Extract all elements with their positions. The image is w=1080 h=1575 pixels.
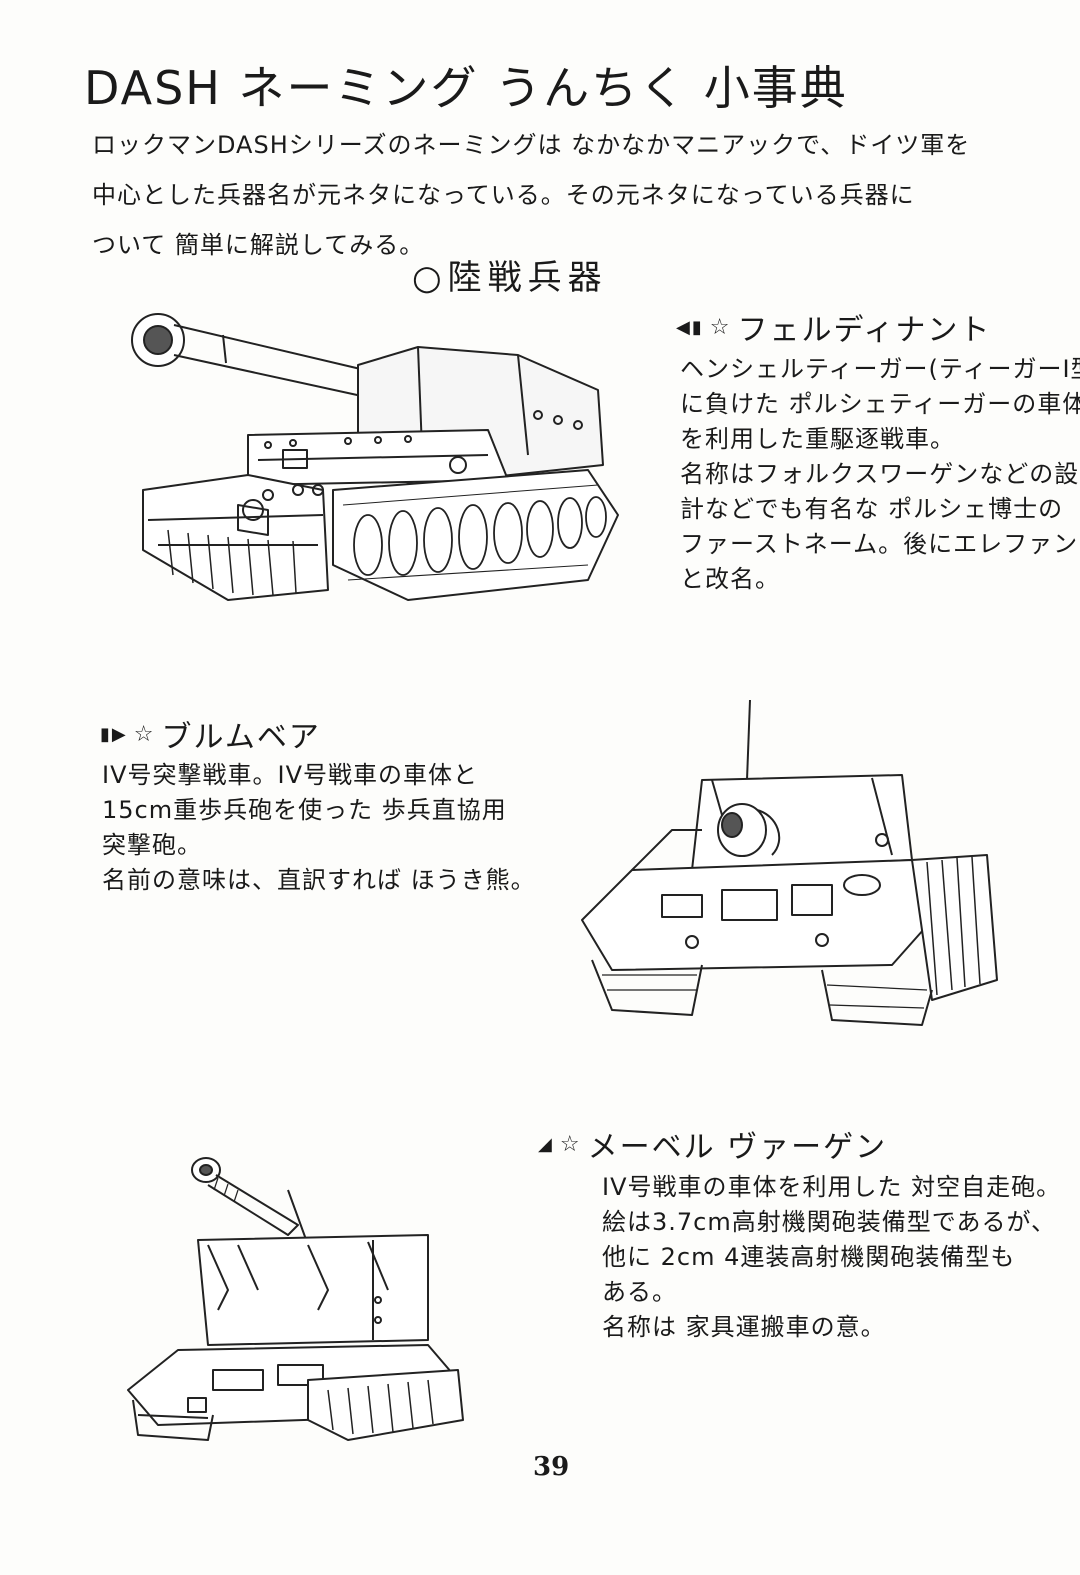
entry-line: IV号突撃戦車。IV号戦車の車体と — [102, 761, 478, 789]
mobelwagen-tank-drawing — [118, 1150, 468, 1450]
entry-title-ferdinand: ◀▮ ☆ フェルディナント — [676, 305, 991, 349]
entry-name: メーベル ヴァーゲン — [587, 1130, 888, 1165]
star-icon: ☆ — [559, 1131, 582, 1157]
brummbar-tank-drawing — [572, 690, 1002, 1040]
entry-body-brummbar: IV号突撃戦車。IV号戦車の車体と 15cm重歩兵砲を使った 歩兵直協用 突撃砲… — [102, 758, 536, 898]
entry-line: に負けた ポルシェティーガーの車体 — [680, 390, 1080, 418]
entry-body-mobelwagen: IV号戦車の車体を利用した 対空自走砲。 絵は3.7cm高射機関砲装備型であるが… — [602, 1170, 1061, 1345]
entry-line: ヘンシェルティーガー(ティーガーI型) — [680, 355, 1080, 383]
marker-triangle-icon: ◢ — [538, 1133, 554, 1155]
entry-body-ferdinand: ヘンシェルティーガー(ティーガーI型) に負けた ポルシェティーガーの車体 を利… — [680, 352, 1080, 597]
ferdinand-tank-drawing — [118, 305, 628, 605]
entry-line: を利用した重駆逐戦車。 — [680, 425, 955, 453]
entry-line: 名称は 家具運搬車の意。 — [602, 1313, 886, 1341]
entry-line: 名称はフォルクスワーゲンなどの設 — [680, 460, 1080, 488]
entry-line: 計などでも有名な ポルシェ博士の — [680, 495, 1064, 523]
entry-line: ファーストネーム。後にエレファント — [680, 530, 1080, 558]
intro-text: ロックマンDASHシリーズのネーミングは なかなかマニアックで、ドイツ軍を 中心… — [92, 120, 971, 270]
entry-line: 15cm重歩兵砲を使った 歩兵直協用 — [102, 796, 507, 824]
entry-line: ある。 — [602, 1278, 677, 1306]
entry-title-mobelwagen: ◢ ☆ メーベル ヴァーゲン — [538, 1122, 887, 1166]
entry-title-brummbar: ▮▶ ☆ ブルムベア — [100, 712, 321, 756]
marker-triangle-icon: ◀▮ — [676, 316, 704, 338]
page-title: DASH ネーミング うんちく 小事典 — [84, 61, 848, 115]
intro-line: ついて 簡単に解説してみる。 — [92, 231, 425, 259]
entry-line: 他に 2cm 4連装高射機関砲装備型も — [602, 1243, 1016, 1271]
star-icon: ☆ — [709, 314, 732, 340]
star-icon: ☆ — [133, 721, 156, 747]
page-number: 39 — [533, 1452, 570, 1482]
intro-line: ロックマンDASHシリーズのネーミングは なかなかマニアックで、ドイツ軍を — [92, 131, 971, 159]
entry-name: ブルムベア — [161, 720, 321, 755]
entry-line: と改名。 — [680, 565, 780, 593]
section-heading: ○陸戦兵器 — [412, 258, 608, 298]
entry-line: 絵は3.7cm高射機関砲装備型であるが、 — [602, 1208, 1057, 1236]
entry-line: IV号戦車の車体を利用した 対空自走砲。 — [602, 1173, 1062, 1201]
entry-line: 名前の意味は、直訳すれば ほうき熊。 — [102, 866, 536, 894]
entry-line: 突撃砲。 — [102, 831, 202, 859]
intro-line: 中心とした兵器名が元ネタになっている。その元ネタになっている兵器に — [92, 181, 915, 209]
marker-triangle-icon: ▮▶ — [100, 723, 128, 745]
entry-name: フェルディナント — [737, 313, 992, 348]
